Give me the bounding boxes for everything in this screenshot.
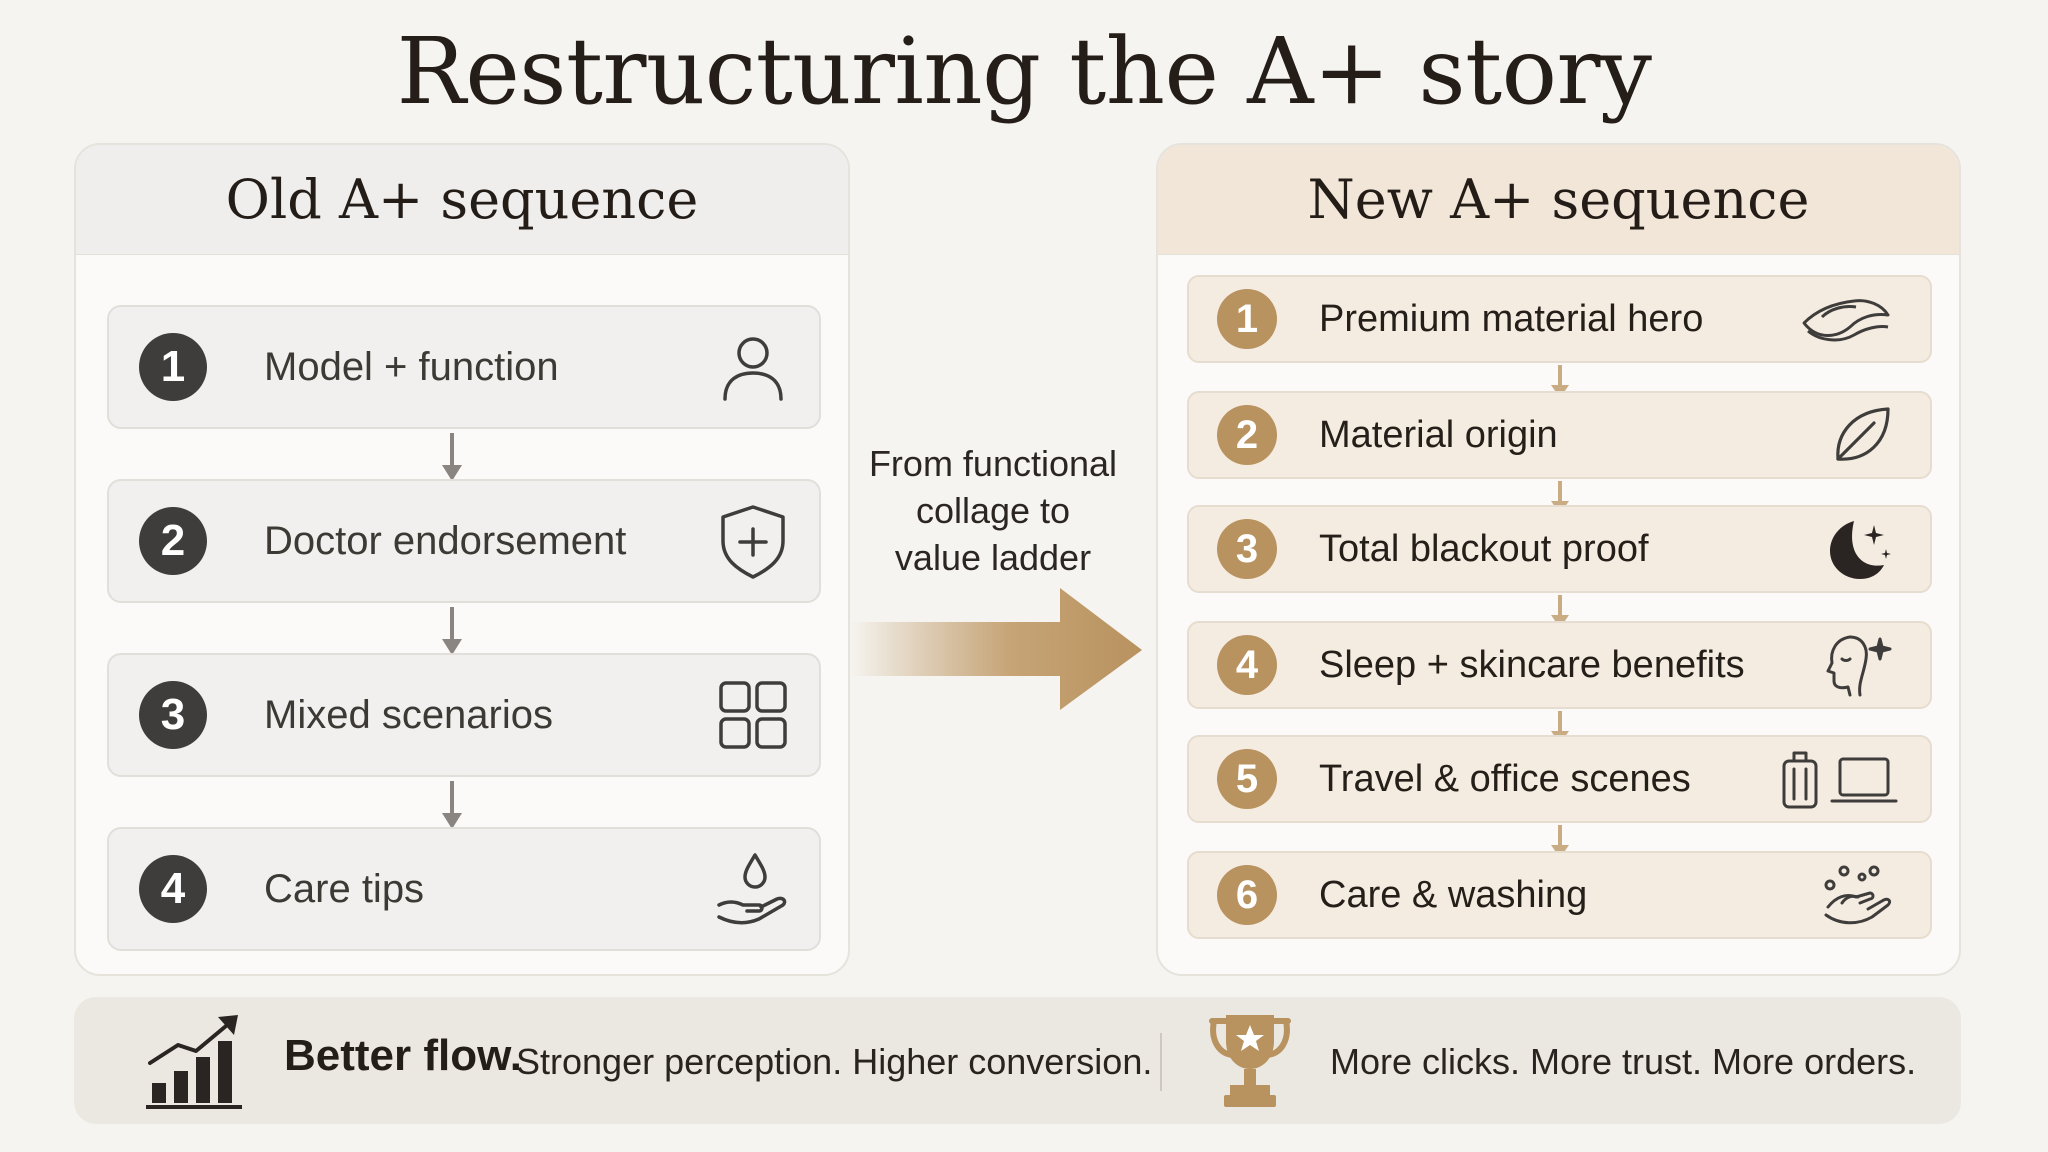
new-step-3: 3 Total blackout proof (1187, 505, 1932, 593)
summary-divider (1160, 1033, 1162, 1091)
transition-line-2: collage to (915, 490, 1071, 531)
right-arrow-icon (850, 588, 1142, 710)
transition-line-1: From functional (868, 443, 1118, 484)
shield-plus-icon (721, 505, 785, 579)
step-number: 6 (1217, 865, 1277, 925)
step-label: Mixed scenarios (264, 692, 554, 737)
new-step-5: 5 Travel & office scenes (1187, 735, 1932, 823)
step-number: 3 (139, 681, 207, 749)
step-label: Care tips (264, 866, 425, 911)
step-number: 1 (1217, 289, 1277, 349)
step-number: 2 (1217, 405, 1277, 465)
washing-hands-icon (1824, 865, 1892, 925)
old-step-2: 2 Doctor endorsement (107, 479, 821, 603)
transition-caption: From functional collage to value ladder (868, 440, 1118, 581)
water-drop-hand-icon (717, 853, 787, 925)
step-label: Travel & office scenes (1319, 757, 1691, 800)
growth-chart-icon (146, 1015, 242, 1109)
transition-line-3: value ladder (894, 537, 1092, 578)
step-number: 5 (1217, 749, 1277, 809)
step-number: 3 (1217, 519, 1277, 579)
page-title: Restructuring the A+ story (396, 18, 1652, 125)
step-number: 2 (139, 507, 207, 575)
trophy-icon (1209, 1015, 1291, 1107)
step-number: 4 (1217, 635, 1277, 695)
step-label: Sleep + skincare benefits (1319, 643, 1745, 686)
step-number: 4 (139, 855, 207, 923)
person-icon (723, 337, 783, 401)
fabric-layers-icon (1802, 299, 1890, 342)
step-label: Care & washing (1319, 873, 1588, 916)
step-label: Doctor endorsement (264, 518, 627, 563)
new-step-6: 6 Care & washing (1187, 851, 1932, 939)
step-label: Material origin (1319, 413, 1558, 456)
grid-icon (719, 681, 787, 749)
new-step-1: 1 Premium material hero (1187, 275, 1932, 363)
step-label: Model + function (264, 344, 559, 389)
down-arrow-icon (442, 781, 462, 829)
face-sparkle-icon (1826, 635, 1892, 697)
leaf-icon (1836, 407, 1890, 461)
step-label: Total blackout proof (1319, 527, 1649, 570)
step-number: 1 (139, 333, 207, 401)
new-panel-heading: New A+ sequence (1158, 145, 1959, 255)
down-arrow-icon (442, 433, 462, 481)
new-step-4: 4 Sleep + skincare benefits (1187, 621, 1932, 709)
old-step-3: 3 Mixed scenarios (107, 653, 821, 777)
summary-right-text: More clicks. More trust. More orders. (1330, 1041, 1917, 1082)
new-sequence-panel: New A+ sequence 1 Premium material hero … (1156, 143, 1961, 976)
old-sequence-panel: Old A+ sequence 1 Model + function 2 Doc… (74, 143, 850, 976)
moon-stars-icon (1830, 521, 1891, 579)
new-step-2: 2 Material origin (1187, 391, 1932, 479)
old-step-4: 4 Care tips (107, 827, 821, 951)
old-panel-heading: Old A+ sequence (76, 145, 848, 255)
summary-bar: Better flow. Stronger perception. Higher… (74, 997, 1961, 1124)
summary-strong-text: Better flow. (284, 1031, 522, 1080)
step-label: Premium material hero (1319, 297, 1704, 340)
down-arrow-icon (442, 607, 462, 655)
luggage-laptop-icon (1782, 751, 1898, 809)
old-step-1: 1 Model + function (107, 305, 821, 429)
summary-text: Stronger perception. Higher conversion. (516, 1041, 1153, 1082)
